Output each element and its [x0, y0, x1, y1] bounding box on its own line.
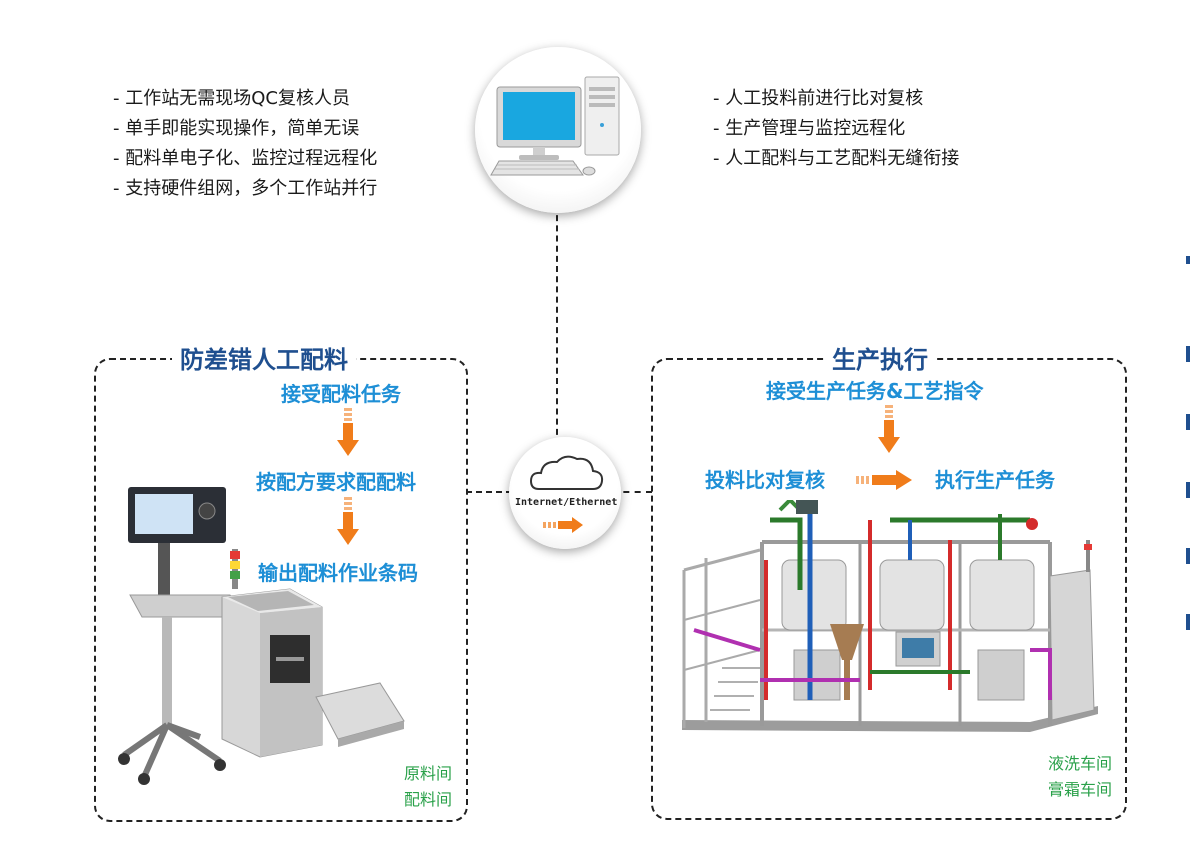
left-step-3: 输出配料作业条码: [258, 561, 418, 585]
connector-left: [466, 491, 522, 493]
right-panel-title: 生产执行: [824, 340, 936, 375]
right-feature-list: 人工投料前进行比对复核 生产管理与监控远程化 人工配料与工艺配料无缝衔接: [713, 84, 959, 174]
edge-mark: [1186, 256, 1190, 264]
right-feature-item: 人工投料前进行比对复核: [713, 84, 959, 114]
right-feature-item: 生产管理与监控远程化: [713, 114, 959, 144]
left-feature-item: 单手即能实现操作，简单无误: [113, 114, 377, 144]
arrow-down-icon: [337, 497, 359, 545]
left-feature-list: 工作站无需现场QC复核人员 单手即能实现操作，简单无误 配料单电子化、监控过程远…: [113, 84, 377, 204]
room-label: 液洗车间: [1047, 754, 1112, 773]
edge-mark: [1186, 482, 1190, 498]
left-feature-item: 工作站无需现场QC复核人员: [113, 84, 377, 114]
network-label: Internet/Ethernet: [515, 497, 618, 508]
left-panel-title: 防差错人工配料: [172, 340, 356, 375]
right-step-left: 投料比对复核: [705, 468, 825, 492]
computer-icon: [490, 76, 620, 176]
connector-vertical: [556, 205, 558, 445]
arrow-down-icon: [337, 408, 359, 456]
computer-node: [475, 47, 641, 213]
left-room-labels: 原料间 配料间: [360, 761, 452, 813]
weighing-workstation-image: [118, 487, 405, 785]
arrow-right-icon: [543, 517, 583, 533]
room-label: 原料间: [403, 764, 452, 783]
edge-mark: [1186, 548, 1190, 564]
cloud-icon: [529, 455, 604, 490]
production-skid-image: [682, 500, 1098, 732]
left-step-1: 接受配料任务: [281, 382, 401, 406]
left-feature-item: 配料单电子化、监控过程远程化: [113, 144, 377, 174]
network-hub: Internet/Ethernet: [509, 437, 621, 549]
right-step-top: 接受生产任务&工艺指令: [766, 379, 984, 403]
arrow-down-icon: [878, 405, 900, 453]
left-step-2: 按配方要求配配料: [256, 470, 416, 494]
left-feature-item: 支持硬件组网，多个工作站并行: [113, 174, 377, 204]
connector-right: [612, 491, 652, 493]
arrow-right-icon: [856, 470, 912, 490]
edge-mark: [1186, 346, 1190, 362]
edge-mark: [1186, 414, 1190, 430]
room-label: 配料间: [403, 790, 452, 809]
right-room-labels: 液洗车间 膏霜车间: [1008, 751, 1112, 803]
room-label: 膏霜车间: [1047, 780, 1112, 799]
right-feature-item: 人工配料与工艺配料无缝衔接: [713, 144, 959, 174]
right-step-right: 执行生产任务: [935, 468, 1055, 492]
edge-mark: [1186, 614, 1190, 630]
